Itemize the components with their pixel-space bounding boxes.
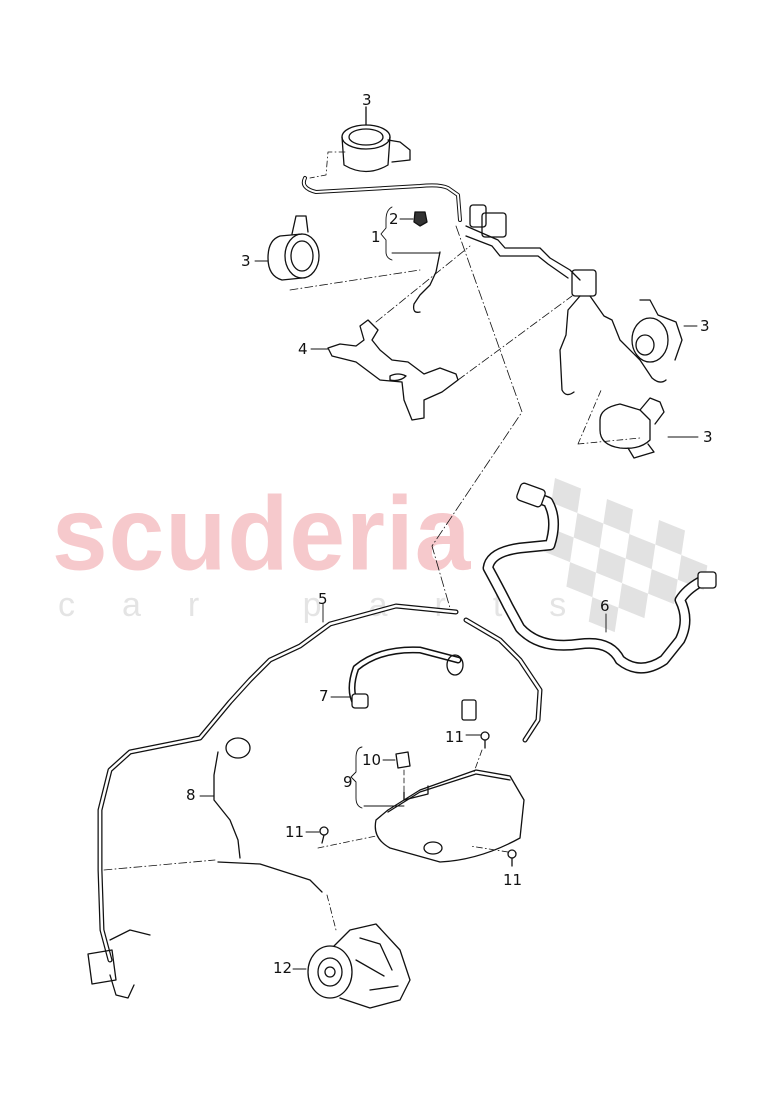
callout-10[interactable]: 10 — [362, 751, 382, 769]
callout-12[interactable]: 12 — [273, 959, 293, 977]
callout-3-right-upper[interactable]: 3 — [700, 317, 710, 335]
watermark-tagline: car parts — [58, 586, 614, 624]
part-7-hose — [330, 646, 477, 721]
part-8-line — [199, 737, 323, 893]
callout-2[interactable]: 2 — [389, 210, 399, 228]
part-2-clip — [399, 211, 428, 227]
part-6-hose — [482, 482, 717, 674]
callout-9[interactable]: 9 — [343, 773, 353, 791]
watermark-brand: scuderia — [52, 475, 472, 593]
callout-5[interactable]: 5 — [318, 590, 328, 608]
part-3-sensor-top — [341, 106, 411, 173]
callout-3-right-lower[interactable]: 3 — [703, 428, 713, 446]
callout-6[interactable]: 6 — [600, 597, 610, 615]
callout-11-top[interactable]: 11 — [445, 728, 465, 746]
dash-3-top — [309, 151, 346, 179]
callout-11-right[interactable]: 11 — [503, 871, 523, 889]
part-3-sensor-left — [254, 215, 320, 281]
part-4-bracket — [310, 319, 459, 421]
callout-4[interactable]: 4 — [298, 340, 308, 358]
part-12-vacuum-pump — [292, 923, 411, 1009]
part-10-clip — [382, 751, 411, 769]
part-5-vacuum-line — [97, 603, 543, 963]
callout-3-top[interactable]: 3 — [362, 91, 372, 109]
bottom-left-valve — [87, 929, 151, 999]
part-9-canister — [350, 746, 525, 863]
callout-11-left[interactable]: 11 — [285, 823, 305, 841]
part-11-bolts — [305, 731, 517, 867]
callout-7[interactable]: 7 — [319, 687, 329, 705]
part-1-valve-assembly — [412, 204, 667, 396]
callout-8[interactable]: 8 — [186, 786, 196, 804]
callout-3-left[interactable]: 3 — [241, 252, 251, 270]
part-3-sensor-right-lower — [599, 397, 699, 459]
bracket-1 — [380, 206, 393, 261]
callout-1[interactable]: 1 — [371, 228, 381, 246]
part-3-sensor-right-upper — [631, 299, 698, 363]
